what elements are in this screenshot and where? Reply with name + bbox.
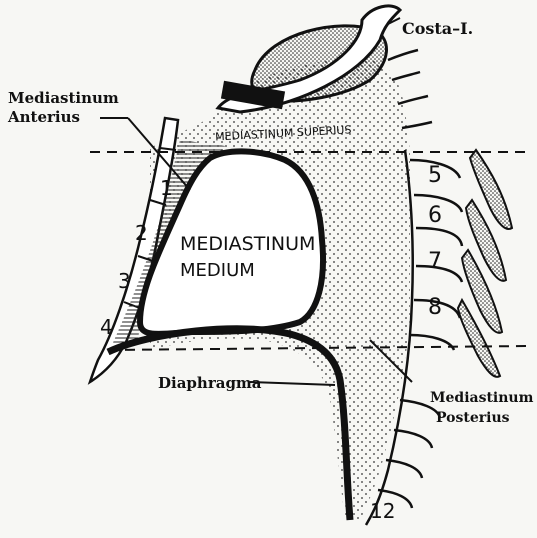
vertebra-number-12: 12 [370,499,395,523]
posterior-rib-tips [458,150,512,377]
rib-stub [416,228,462,246]
rib-number-7: 7 [428,249,442,274]
mediastinum-anterius-label-line2: Anterius [7,108,80,126]
mediastinum-medium-label-line2: MEDIUM [180,260,255,281]
rib-stub [394,430,432,448]
mediastinum-posterius-label-line1: Mediastinum [430,390,534,406]
rib-number-5: 5 [428,163,442,188]
rib-stub [392,72,420,80]
mediastinum-medium-label-line1: MEDIASTINUM [180,233,315,255]
sternal-number-3: 3 [118,269,131,293]
rib-stub [388,50,418,60]
mediastinum-anterius-label-line1: Mediastinum [8,89,119,107]
costa-label: Costa–I. [402,19,473,38]
diaphragma-label: Diaphragma [158,374,262,392]
rib-number-6: 6 [428,203,442,228]
rib-number-8: 8 [428,295,442,320]
rib-stub [386,460,422,478]
sternal-number-2: 2 [135,221,148,245]
mediastinum-posterius-label-line2: Posterius [436,410,510,426]
sternal-number-4: 4 [100,315,113,339]
diaphragma-leader [250,382,335,385]
sternal-number-1: 1 [160,176,173,200]
